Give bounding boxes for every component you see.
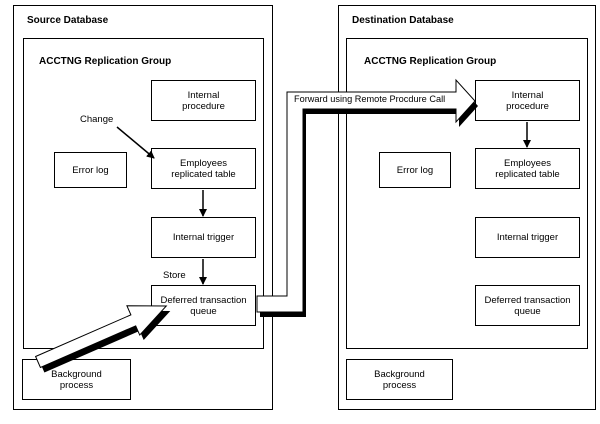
- forward-rpc-label: Forward using Remote Procdure Call: [294, 94, 446, 104]
- change-label: Change: [80, 114, 114, 125]
- source-internal-trigger-box: Internal trigger: [151, 217, 256, 258]
- destination-internal-procedure-box: Internal procedure: [475, 80, 580, 121]
- background-push-arrow: [34, 305, 171, 373]
- destination-background-process-box: Background process: [346, 359, 453, 400]
- source-error-log-box: Error log: [54, 152, 127, 188]
- source-internal-procedure-box: Internal procedure: [151, 80, 256, 121]
- destination-employees-table-box: Employees replicated table: [475, 148, 580, 189]
- forward-rpc-arrow: [256, 78, 478, 317]
- destination-database-title: Destination Database: [352, 15, 454, 26]
- source-replication-group: [23, 38, 264, 349]
- source-replication-group-title: ACCTNG Replication Group: [39, 56, 172, 67]
- source-employees-table-box: Employees replicated table: [151, 148, 256, 189]
- destination-database-container: [338, 5, 596, 410]
- change-arrow: [116, 126, 155, 159]
- store-label: Store: [163, 270, 186, 281]
- destination-error-log-box: Error log: [379, 152, 451, 188]
- destination-internal-trigger-box: Internal trigger: [475, 217, 580, 258]
- source-deferred-queue-box: Deferred transaction queue: [151, 285, 256, 326]
- source-database-title: Source Database: [27, 15, 109, 26]
- source-database-container: [13, 5, 273, 410]
- destination-replication-group: [346, 38, 588, 349]
- destination-replication-group-title: ACCTNG Replication Group: [364, 56, 497, 67]
- destination-deferred-queue-box: Deferred transaction queue: [475, 285, 580, 326]
